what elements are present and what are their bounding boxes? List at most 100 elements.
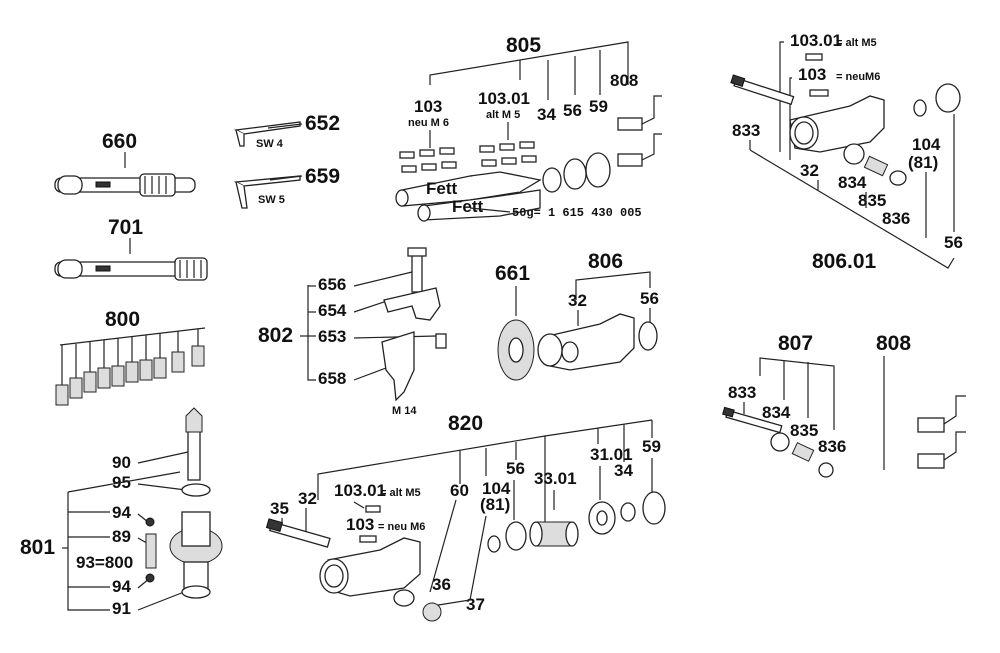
group-806: 661 806 32 56 <box>495 250 659 381</box>
label-34-a: 34 <box>537 105 556 124</box>
label-32-a: 32 <box>800 161 819 180</box>
ring-34-b <box>620 502 636 522</box>
label-802: 802 <box>258 324 293 347</box>
screw-103-c <box>359 535 377 543</box>
label-56-a: 56 <box>563 101 582 120</box>
label-37: 37 <box>466 595 485 614</box>
label-808-b: 808 <box>876 332 911 355</box>
label-661: 661 <box>495 262 530 285</box>
label-805: 805 <box>506 34 541 57</box>
label-fett-1: Fett <box>426 179 458 198</box>
ball-94-a <box>145 517 155 527</box>
kit-805-group: 805 103 neu M 6 103.01 alt M 5 34 56 59 … <box>395 34 662 222</box>
part-834-a <box>843 143 865 165</box>
label-sw5: SW 5 <box>258 194 285 206</box>
label-36: 36 <box>432 575 451 594</box>
springs-800 <box>55 329 205 406</box>
pinion-90 <box>185 407 203 481</box>
label-10301-a: 103.01 <box>478 89 530 108</box>
label-m14: M 14 <box>392 405 417 417</box>
label-32-b: 32 <box>568 291 587 310</box>
label-59-a: 59 <box>589 97 608 116</box>
label-10301-b: 103.01 <box>790 31 842 50</box>
shaft-701 <box>54 257 208 281</box>
housing-32-a <box>789 95 885 153</box>
label-10301-c: 103.01 <box>334 481 386 500</box>
label-833-b: 833 <box>728 383 756 402</box>
springs-800-group: 800 <box>55 308 206 406</box>
label-56-c: 56 <box>640 289 659 308</box>
label-80601: 806.01 <box>812 250 877 273</box>
ring-34-a <box>542 167 562 193</box>
label-104-a: 104 <box>912 135 941 154</box>
label-103-b: 103 <box>798 65 826 84</box>
label-834-a: 834 <box>838 173 867 192</box>
label-835-a: 835 <box>858 191 886 210</box>
group-820: 820 35 32 103.01 = alt M5 103 = neu M6 6… <box>265 412 666 622</box>
label-91: 91 <box>112 599 131 618</box>
clamp-654 <box>383 287 441 321</box>
ring-104-a <box>913 99 927 117</box>
label-658: 658 <box>318 369 346 388</box>
label-103-c: 103 <box>346 515 374 534</box>
spring-89 <box>145 533 157 569</box>
ring-56-a <box>563 158 587 190</box>
screws-103 <box>399 147 457 173</box>
label-836-b: 836 <box>818 437 846 456</box>
nut-37 <box>422 602 442 622</box>
label-835-b: 835 <box>790 421 818 440</box>
label-656: 656 <box>318 275 346 294</box>
label-833-a: 833 <box>732 121 760 140</box>
screw-10301-c <box>365 505 381 513</box>
shaft-35 <box>265 518 331 548</box>
label-807: 807 <box>778 332 813 355</box>
label-103-b-sub: = neuM6 <box>836 71 880 83</box>
label-3301: 33.01 <box>534 469 577 488</box>
label-56-b: 56 <box>944 233 963 252</box>
ring-104-b <box>487 535 501 553</box>
ring-59-b <box>642 491 666 525</box>
grinding-disc-661 <box>497 319 535 381</box>
label-10301-a-sub: alt M 5 <box>486 109 520 121</box>
label-654: 654 <box>318 301 347 320</box>
spring-835-a <box>863 155 889 177</box>
label-35: 35 <box>270 499 289 518</box>
grease-tubes: Fett Fett <box>395 171 542 222</box>
label-94-a: 94 <box>112 503 131 522</box>
handle-658 <box>381 331 415 402</box>
label-820: 820 <box>448 412 483 435</box>
label-103-a-sub: neu M 6 <box>408 117 449 129</box>
label-3101: 31.01 <box>590 445 633 464</box>
housing-32-b <box>537 313 635 371</box>
label-59-b: 59 <box>642 437 661 456</box>
washer-95 <box>181 483 211 497</box>
carbon-brushes-808-b <box>917 395 966 469</box>
label-56-d: 56 <box>506 459 525 478</box>
label-808-a: 808 <box>610 71 638 90</box>
ring-59-a <box>585 152 611 188</box>
label-103-c-sub: = neu M6 <box>378 521 425 533</box>
group-802: 656 654 802 653 658 M 14 <box>258 247 447 417</box>
shaft-833-a <box>730 74 795 106</box>
label-90: 90 <box>112 453 131 472</box>
parts-807 <box>722 406 834 478</box>
label-103-a: 103 <box>414 97 442 116</box>
label-10301-b-sub: = alt M5 <box>836 37 877 49</box>
hex-keys-group: SW 4 652 SW 5 659 <box>233 112 340 209</box>
label-652: 652 <box>305 112 340 135</box>
label-81-b: (81) <box>480 495 510 514</box>
armature-3301 <box>529 521 579 547</box>
assembly-80601-group: 103.01 = alt M5 103 = neuM6 833 32 834 8… <box>730 31 963 273</box>
label-660: 660 <box>102 130 137 153</box>
shaft-660 <box>54 173 196 197</box>
ball-94-b <box>145 573 155 583</box>
label-701: 701 <box>108 216 143 239</box>
label-94-b: 94 <box>112 577 131 596</box>
label-659: 659 <box>305 165 340 188</box>
ring-56-d <box>505 521 527 551</box>
label-81-a: (81) <box>908 153 938 172</box>
ring-36 <box>393 589 415 607</box>
label-653: 653 <box>318 327 346 346</box>
label-32-c: 32 <box>298 489 317 508</box>
